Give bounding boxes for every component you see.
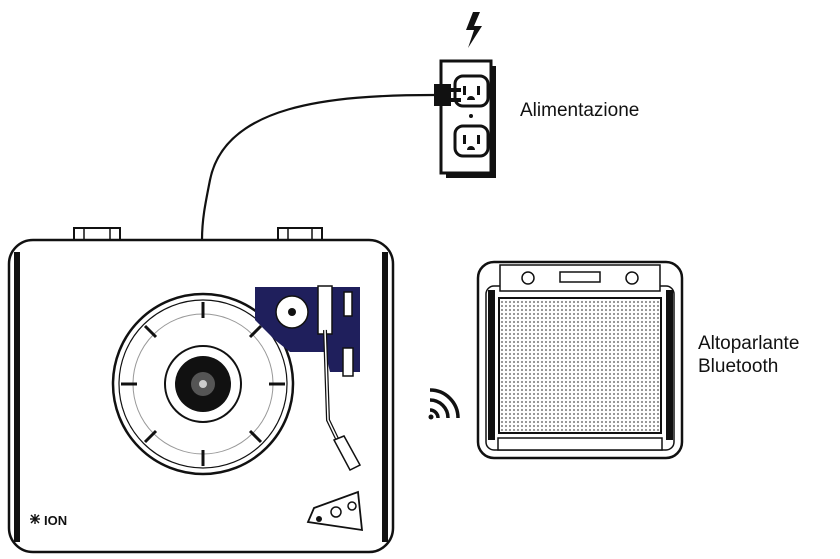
wall-outlet-icon	[439, 59, 496, 178]
speaker-label-line1: Altoparlante	[698, 333, 800, 354]
brand-logo	[30, 514, 40, 524]
turntable-icon	[7, 227, 395, 554]
wireless-signal-icon	[428, 388, 460, 420]
speaker-label-line2: Bluetooth	[698, 356, 779, 377]
brand-text: ION	[44, 513, 67, 528]
bluetooth-speaker-icon	[476, 260, 684, 460]
power-label: Alimentazione	[520, 100, 640, 121]
power-cable	[200, 84, 461, 241]
speaker-label: Altoparlante Bluetooth	[698, 332, 799, 378]
lightning-bolt-icon	[466, 12, 482, 48]
